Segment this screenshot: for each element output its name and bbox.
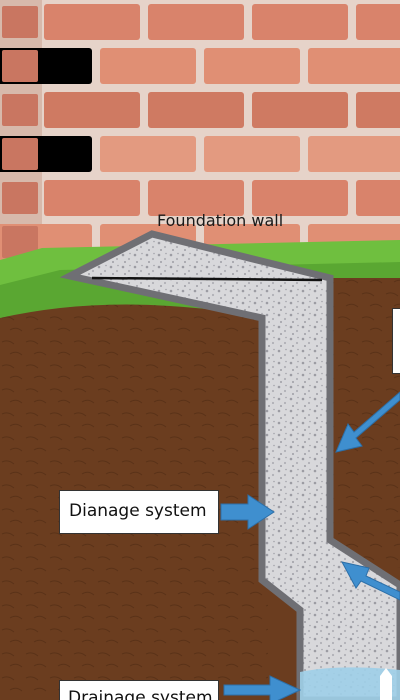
brick-side [2, 138, 38, 170]
brick [204, 136, 300, 172]
brick [44, 4, 140, 40]
water [300, 667, 400, 700]
foundation-wall-label: Foundation wall [157, 211, 284, 230]
brick [356, 180, 400, 216]
brick [148, 92, 244, 128]
arrow-up-icon [380, 668, 392, 700]
brick-side [2, 6, 38, 38]
brick [308, 48, 400, 84]
footing-line [91, 276, 323, 282]
arrow-right-icon [220, 494, 275, 530]
brick [100, 48, 196, 84]
brick [356, 4, 400, 40]
brick [100, 136, 196, 172]
brick [148, 180, 244, 216]
callout-box-right [392, 308, 400, 374]
brick [356, 92, 400, 128]
brick [252, 92, 348, 128]
brick [44, 92, 140, 128]
brick [252, 4, 348, 40]
callout-drainage-system: Drainage system [59, 680, 219, 700]
arrow-down-left-icon [335, 391, 400, 453]
brick [204, 48, 300, 84]
brick-side [2, 226, 38, 258]
brick-side [2, 182, 38, 214]
brick [148, 4, 244, 40]
arrow-up-left-icon [341, 561, 400, 601]
brick [44, 180, 140, 216]
foundation-wall-outline [59, 230, 400, 700]
brick [308, 136, 400, 172]
callout-dianage-system: Dianage system [59, 490, 219, 534]
brick-side [2, 50, 38, 82]
arrow-right-icon-2 [223, 675, 302, 700]
brick [252, 180, 348, 216]
brick-side [2, 94, 38, 126]
